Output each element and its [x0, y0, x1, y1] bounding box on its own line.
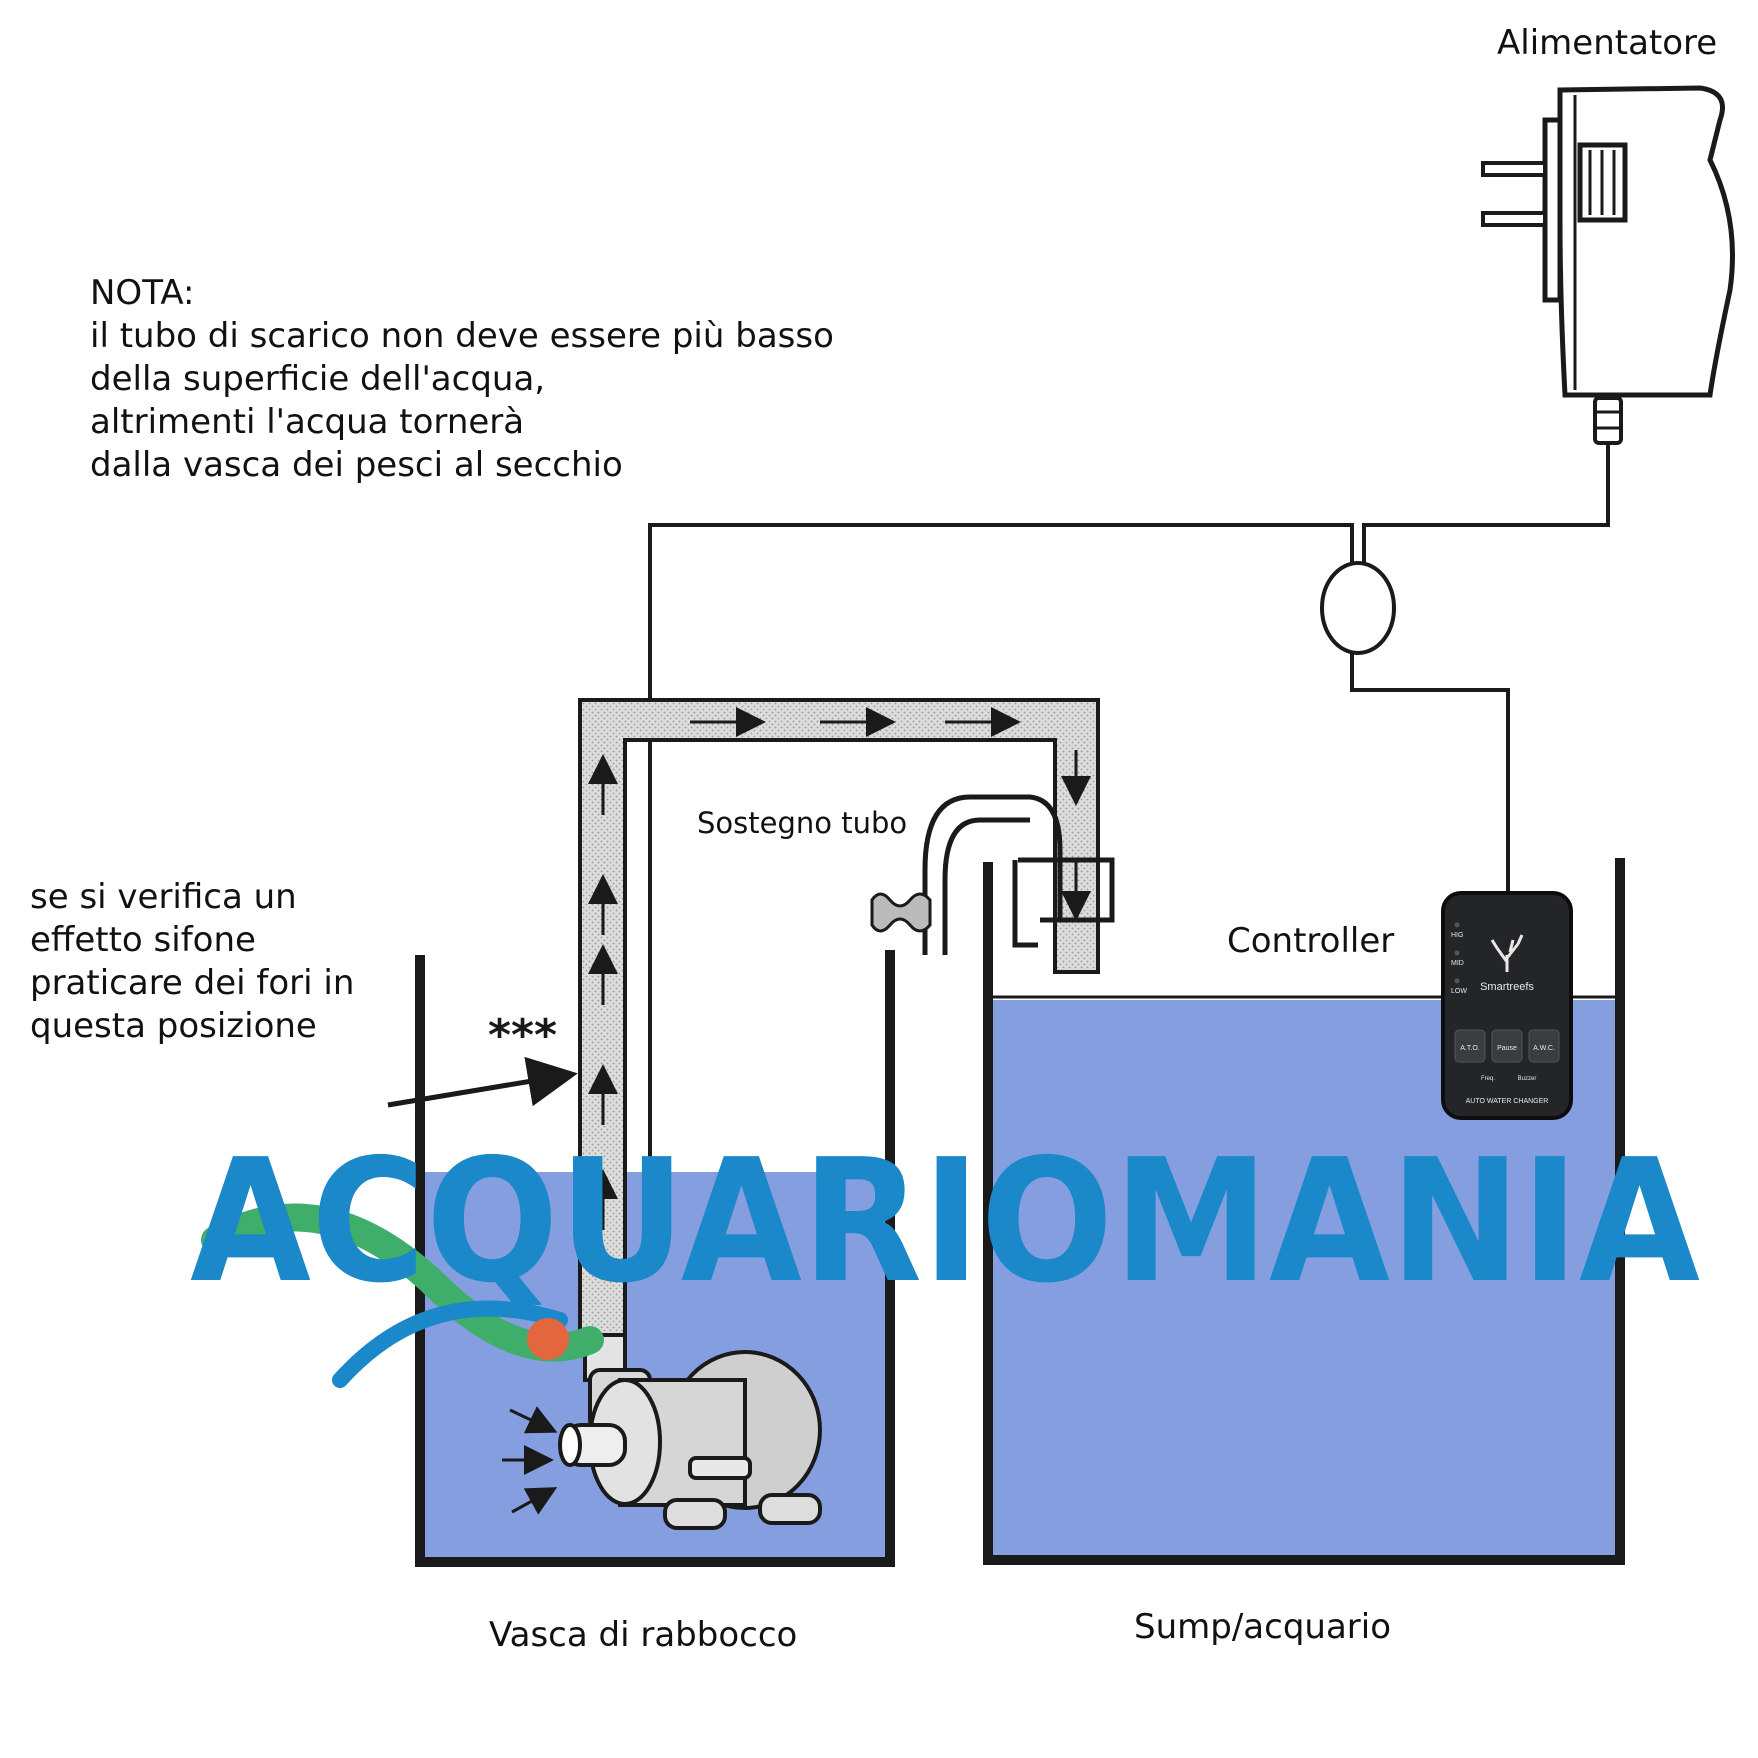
power-cables [648, 443, 1610, 1410]
note-line: della superficie dell'acqua, [90, 359, 546, 399]
led-label-hig: HIG [1451, 932, 1463, 939]
siphon-note: se si verifica un effetto sifone pratica… [30, 876, 354, 1048]
top-off-tank-label: Vasca di rabbocco [489, 1615, 798, 1655]
controller-label: Controller [1227, 921, 1395, 961]
led-label-mid: MID [1451, 960, 1464, 967]
siphon-note-line: effetto sifone [30, 920, 256, 960]
coral-logo-icon [1490, 934, 1524, 972]
pump [558, 1333, 822, 1530]
watermark-text: ACQUARIOMANIA [190, 1123, 1700, 1321]
hose-support-clip [870, 794, 1115, 955]
sump-label: Sump/acquario [1134, 1607, 1392, 1647]
freq-label: Freq. [1481, 1076, 1495, 1082]
note-line: il tubo di scarico non deve essere più b… [90, 316, 834, 356]
awc-button[interactable] [1528, 1029, 1560, 1063]
siphon-hole-marks: *** [488, 1010, 557, 1061]
watermark-dot [527, 1318, 569, 1360]
intake-arrows [502, 1406, 558, 1515]
awc-button-label: A.W.C. [1533, 1045, 1555, 1052]
siphon-note-line: se si verifica un [30, 877, 297, 917]
ato-button[interactable] [1454, 1029, 1486, 1063]
power-supply-label: Alimentatore [1497, 23, 1718, 63]
controller-device: HIG MID LOW Smartreefs A.T.O. Pause A.W.… [1441, 891, 1573, 1120]
note-line: altrimenti l'acqua tornerà [90, 402, 525, 442]
power-supply-adapter [1481, 85, 1735, 445]
led-label-low: LOW [1451, 988, 1467, 995]
ato-button-label: A.T.O. [1460, 1045, 1480, 1052]
buzzer-label: Buzzer [1518, 1076, 1537, 1082]
flow-arrows [588, 707, 1091, 1230]
siphon-pointer-arrow [387, 1056, 578, 1108]
note-title: NOTA: [90, 273, 195, 313]
siphon-note-line: questa posizione [30, 1006, 317, 1046]
hose-support-label: Sostegno tubo [697, 806, 908, 840]
watermark-logo: ACQUARIOMANIA [190, 1123, 1700, 1388]
pause-button-label: Pause [1497, 1045, 1517, 1052]
pause-button[interactable] [1491, 1029, 1523, 1063]
siphon-note-line: praticare dei fori in [30, 963, 355, 1003]
device-footer-label: AUTO WATER CHANGER [1466, 1098, 1549, 1105]
note-block: NOTA: il tubo di scarico non deve essere… [90, 272, 834, 487]
note-line: dalla vasca dei pesci al secchio [90, 445, 623, 485]
brand-label: Smartreefs [1480, 981, 1534, 993]
